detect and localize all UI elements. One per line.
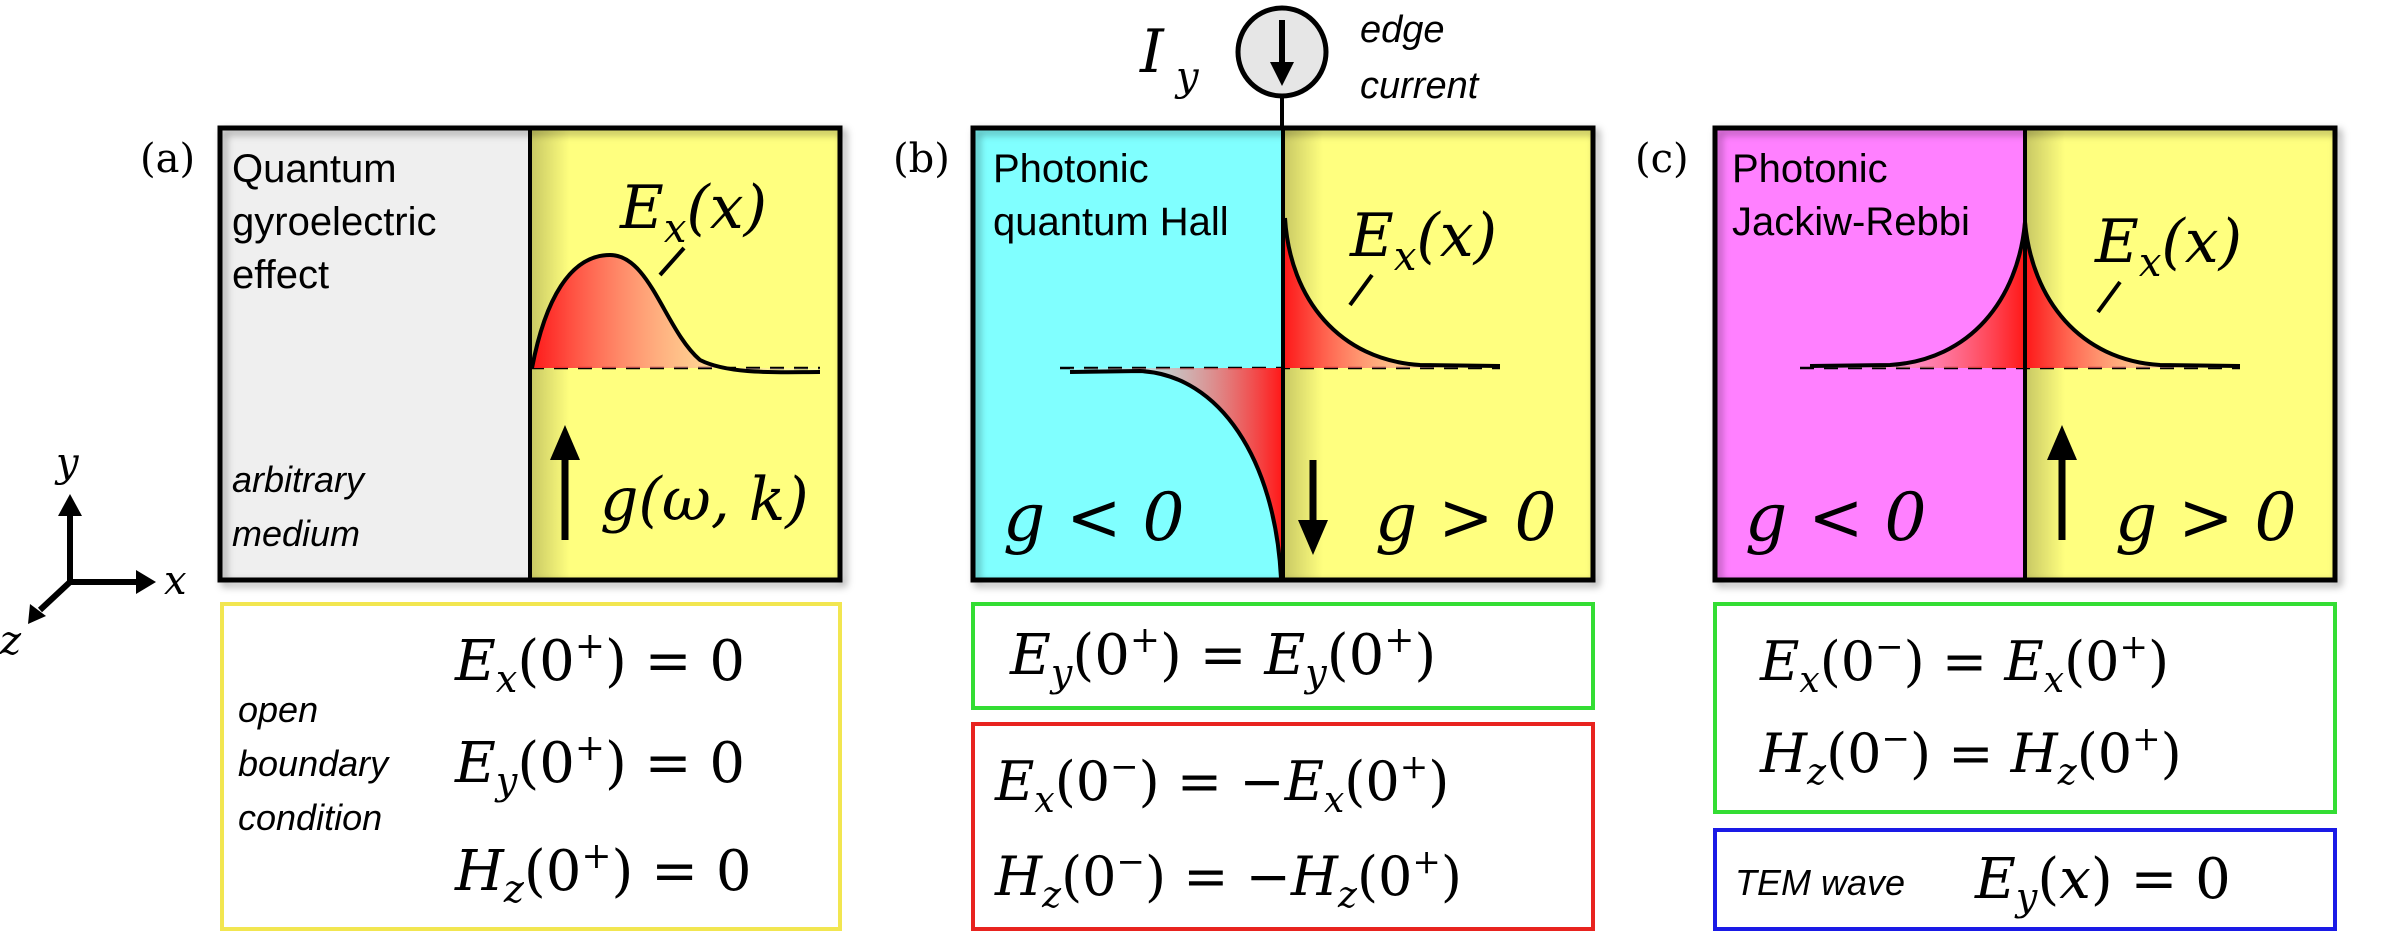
panel-b-left-medium xyxy=(973,128,1283,580)
panel-a-caption-line2: boundary xyxy=(238,743,390,784)
edge-current-label-line2: current xyxy=(1360,65,1480,107)
panel-c-field-left xyxy=(1810,222,2023,368)
panel-a-material-label: g(ω, k) xyxy=(600,465,809,535)
panel-b-left-sign: g < 0 xyxy=(1003,479,1185,556)
panel-c-title-line2: Jackiw-Rebbi xyxy=(1732,200,1970,244)
edge-current: I y edge current xyxy=(1139,5,1480,130)
axis-x-label: x xyxy=(164,558,187,604)
panel-b-field-sub: x xyxy=(1394,234,1417,280)
panel-a-left-medium xyxy=(220,128,530,580)
panel-c: (c) Photonic Jackiw-Rebbi Ex(x) g < 0 g … xyxy=(1635,125,2338,931)
panel-c-right-sign: g > 0 xyxy=(2115,479,2297,556)
panel-b-jump-box xyxy=(971,722,1595,931)
panel-a-condition-2: Ey(0+) = 0 xyxy=(454,728,745,803)
panel-c-letter: (c) xyxy=(1635,136,1689,182)
panel-a-medium-line1: arbitrary xyxy=(232,459,366,500)
panel-a-title-line2: gyroelectric xyxy=(232,200,437,244)
panel-c-tem-condition: Ey(x) = 0 xyxy=(1974,847,2231,919)
svg-text:Ex(x): Ex(x) xyxy=(1349,201,1497,280)
panel-a-caption-line1: open xyxy=(238,689,318,730)
panel-c-field-right xyxy=(2027,222,2240,368)
panel-a-medium-line2: medium xyxy=(232,513,360,554)
panel-b-jump-condition-2: Hz(0−) = −Hz(0+) xyxy=(994,842,1462,916)
panel-a-title-line3: effect xyxy=(232,253,329,297)
panel-b: (b) Photonic quantum Hall Ex(x) g < 0 g … xyxy=(893,125,1596,931)
edge-current-subscript: y xyxy=(1174,54,1200,100)
panel-a-condition-3: Hz(0+) = 0 xyxy=(454,836,752,911)
panel-a-boundary-box xyxy=(220,602,842,931)
edge-current-label-line1: edge xyxy=(1360,9,1445,51)
coordinate-axes: x y z xyxy=(0,440,187,664)
panel-a-field-profile xyxy=(532,255,820,373)
panel-c-field-label: E xyxy=(2094,207,2139,277)
edge-current-symbol: I xyxy=(1139,17,1165,87)
axis-z-label: z xyxy=(0,618,22,664)
panel-b-jump-condition-1: Ex(0−) = −Ex(0+) xyxy=(994,747,1449,821)
panel-a-title-line1: Quantum xyxy=(232,147,397,191)
panel-c-continuity-box xyxy=(1713,602,2337,814)
panel-a-caption-line3: condition xyxy=(238,797,382,838)
panel-b-right-sign: g > 0 xyxy=(1375,479,1557,556)
axis-y-label: y xyxy=(54,440,80,486)
panel-a-field-sub: x xyxy=(664,206,687,252)
panel-b-field-right xyxy=(1285,218,1500,368)
panel-b-letter: (b) xyxy=(893,136,950,182)
panel-c-field-sub: x xyxy=(2139,240,2162,286)
svg-text:Ex(x): Ex(x) xyxy=(2094,207,2242,286)
panel-c-continuity-condition-2: Hz(0−) = Hz(0+) xyxy=(1759,719,2182,793)
panel-b-title-line1: Photonic xyxy=(993,147,1149,191)
panel-c-tem-box xyxy=(1713,828,2337,931)
panel-b-title-line2: quantum Hall xyxy=(993,200,1229,244)
panel-b-continuity-box xyxy=(971,602,1595,710)
panel-a-letter: (a) xyxy=(140,136,195,182)
panel-b-field-arg: (x) xyxy=(1416,201,1497,271)
panel-c-field-arg: (x) xyxy=(2161,207,2242,277)
panel-c-tem-label: TEM wave xyxy=(1735,862,1905,903)
panel-b-field-left xyxy=(1070,368,1281,578)
panel-b-continuity-condition: Ey(0+) = Ey(0+) xyxy=(1009,620,1436,695)
panel-a-field-arg: (x) xyxy=(686,173,767,243)
panel-a: (a) Quantum gyroelectric effect arbitrar… xyxy=(140,125,843,931)
svg-text:Ex(x): Ex(x) xyxy=(619,173,767,252)
panel-c-title-line1: Photonic xyxy=(1732,147,1888,191)
panel-c-left-sign: g < 0 xyxy=(1745,479,1927,556)
panel-a-condition-1: Ex(0+) = 0 xyxy=(454,626,745,701)
panel-b-field-label: E xyxy=(1349,201,1394,271)
panel-a-field-label: E xyxy=(619,173,664,243)
panel-c-continuity-condition-1: Ex(0−) = Ex(0+) xyxy=(1759,627,2169,701)
